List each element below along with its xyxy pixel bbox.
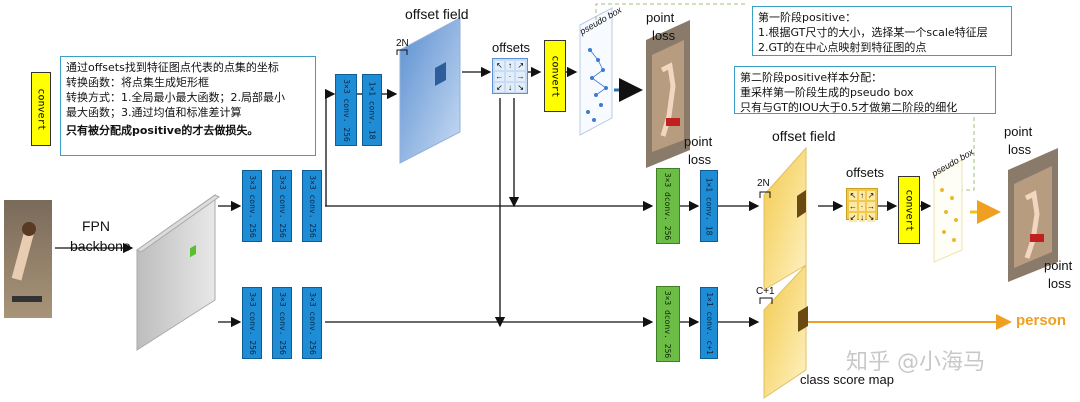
- class-score-map-label: class score map: [800, 372, 894, 387]
- pseudo-box-bottom: [933, 159, 963, 263]
- convert-box-bottom: convert: [898, 176, 920, 244]
- output-image-top: [646, 20, 690, 168]
- note-stage2-line: 只有与GT的IOU大于0.5才做第二阶段的细化: [740, 101, 958, 114]
- channels-c1: C+1: [756, 286, 775, 297]
- conv-block-bot-2: 3×3 conv. 256: [272, 287, 292, 359]
- note-stage2-line: 重采样第一阶段生成的pseudo box: [740, 86, 914, 99]
- conv-block-top-a: 3×3 conv. 256: [335, 74, 357, 146]
- deconv-block-bottom: 3×3 dconv. 256: [656, 286, 680, 362]
- conv-block-bot-3: 3×3 conv. 256: [302, 287, 322, 359]
- note-stage1-line: 第一阶段positive：: [758, 11, 857, 24]
- channels-2n-top: 2N: [396, 38, 409, 49]
- offsets-grid-top: ↖↑↗ ←·→ ↙↓↘: [492, 58, 528, 94]
- note-left-line: 通过offsets找到特征图点代表的点集的坐标: [66, 61, 279, 74]
- note-stage2: 第二阶段positive样本分配： 重采样第一阶段生成的pseudo box 只…: [734, 66, 996, 114]
- note-left-bold: 只有被分配成positive的才去做损失。: [66, 124, 259, 137]
- conv-block-mid-1x1: 1×1 conv. 18: [700, 170, 718, 242]
- channels-2n-bottom: 2N: [757, 178, 770, 189]
- note-left-line: 转换函数：将点集生成矩形框: [66, 76, 209, 89]
- pseudo-box-top: [579, 7, 613, 136]
- point-loss-4-line2: loss: [1048, 276, 1072, 291]
- conv-block-mid-3: 3×3 conv. 256: [302, 170, 322, 242]
- note-stage2-line: 第二阶段positive样本分配：: [740, 71, 883, 84]
- output-image-bottom: [1008, 148, 1058, 282]
- note-stage1: 第一阶段positive： 1.根据GT尺寸的大小，选择某一个scale特征层 …: [752, 6, 1012, 56]
- person-label: person: [1016, 312, 1067, 329]
- point-loss-3-line2: loss: [1008, 142, 1032, 157]
- note-stage1-line: 2.GT的在中心点映射到特征图的点: [758, 41, 927, 54]
- backbone-label: backbone: [70, 238, 131, 254]
- offset-field-bottom-label: offset field: [772, 128, 836, 144]
- note-stage1-line: 1.根据GT尺寸的大小，选择某一个scale特征层: [758, 26, 988, 39]
- input-image: [4, 200, 52, 318]
- note-left-line: 转换方式：1.全局最小最大函数；2.局部最小: [66, 91, 285, 104]
- point-loss-1-line1: point: [646, 10, 675, 25]
- fpn-feature-block: [136, 194, 220, 351]
- conv-block-mid-1: 3×3 conv. 256: [242, 170, 262, 242]
- offset-field-bottom: [763, 146, 807, 291]
- note-left-line: 最大函数；3.通过均值和标准差计算: [66, 106, 242, 119]
- watermark: 知乎 @小海马: [846, 350, 985, 375]
- offset-field-top-label: offset field: [405, 6, 469, 22]
- convert-box-left: convert: [31, 72, 51, 146]
- offsets-bottom-label: offsets: [846, 165, 885, 180]
- convert-box-top: convert: [544, 40, 566, 112]
- conv-block-top-b: 1×1 conv. 18: [362, 74, 382, 146]
- point-loss-1-line2: loss: [652, 28, 676, 43]
- note-left: 通过offsets找到特征图点代表的点集的坐标 转换函数：将点集生成矩形框 转换…: [60, 56, 316, 156]
- point-loss-2-line2: loss: [688, 152, 712, 167]
- point-loss-3-line1: point: [1004, 124, 1033, 139]
- conv-block-mid-2: 3×3 conv. 256: [272, 170, 292, 242]
- point-loss-4-line1: point: [1044, 258, 1073, 273]
- offsets-grid-bottom: ↖↑↗ ←·→ ↙↓↘: [846, 188, 878, 222]
- offsets-top-label: offsets: [492, 40, 531, 55]
- conv-block-bottom-1x1: 1×1 conv. c+1: [700, 287, 718, 359]
- point-loss-2-line1: point: [684, 134, 713, 149]
- fpn-label: FPN: [82, 218, 110, 234]
- conv-block-bot-1: 3×3 conv. 256: [242, 287, 262, 359]
- class-score-map: [763, 263, 808, 399]
- deconv-block-mid: 3×3 dconv. 256: [656, 168, 680, 244]
- offset-field-top: [399, 17, 461, 164]
